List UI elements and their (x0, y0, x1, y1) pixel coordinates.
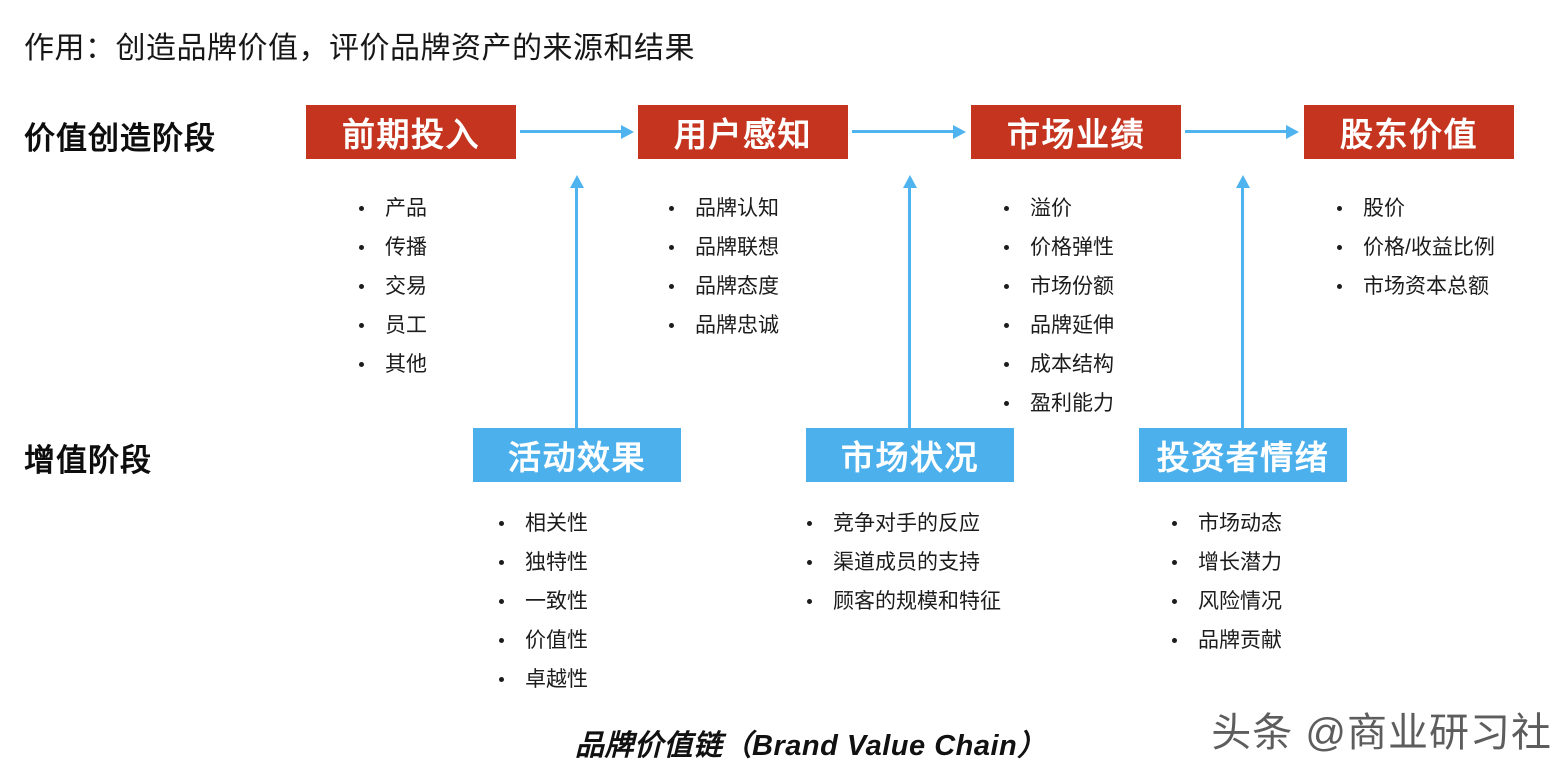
list-item: 价格弹性 (1000, 228, 1114, 267)
list-item: 传播 (355, 228, 427, 267)
arrow-shaft (520, 130, 622, 133)
list-item: 交易 (355, 267, 427, 306)
bullet-list-market-performance: 溢价 价格弹性 市场份额 品牌延伸 成本结构 盈利能力 (1000, 189, 1114, 423)
list-item: 独特性 (495, 543, 588, 582)
list-item: 股价 (1333, 189, 1495, 228)
stage-label-value-creation: 价值创造阶段 (24, 121, 216, 156)
arrow-up-market-condition-to-market-performance (903, 175, 917, 428)
diagram-caption: 品牌价值链（Brand Value Chain） (575, 730, 1047, 762)
arrow-head (1286, 125, 1299, 139)
list-item: 员工 (355, 306, 427, 345)
list-item: 顾客的规模和特征 (803, 582, 1001, 621)
node-box-activity-effect[interactable]: 活动效果 (473, 428, 681, 482)
arrow-up-investor-sentiment-to-shareholder-value (1236, 175, 1250, 428)
watermark: 头条 @商业研习社 (1211, 711, 1552, 755)
arrow-right-perception-to-market (852, 125, 966, 139)
list-item: 增长潜力 (1168, 543, 1282, 582)
bullet-list-shareholder-value: 股价 价格/收益比例 市场资本总额 (1333, 189, 1495, 306)
arrow-shaft (1241, 187, 1244, 428)
list-item: 风险情况 (1168, 582, 1282, 621)
arrow-shaft (575, 187, 578, 428)
list-item: 价格/收益比例 (1333, 228, 1495, 267)
list-item: 竞争对手的反应 (803, 504, 1001, 543)
list-item: 市场动态 (1168, 504, 1282, 543)
list-item: 其他 (355, 345, 427, 384)
arrow-head (953, 125, 966, 139)
node-box-market-performance[interactable]: 市场业绩 (971, 105, 1181, 159)
bullet-list-user-perception: 品牌认知 品牌联想 品牌态度 品牌忠诚 (665, 189, 779, 345)
bullet-list-market-condition: 竞争对手的反应 渠道成员的支持 顾客的规模和特征 (803, 504, 1001, 621)
list-item: 市场资本总额 (1333, 267, 1495, 306)
list-item: 品牌联想 (665, 228, 779, 267)
node-box-upfront-investment[interactable]: 前期投入 (306, 105, 516, 159)
list-item: 品牌忠诚 (665, 306, 779, 345)
list-item: 相关性 (495, 504, 588, 543)
page-title: 作用：创造品牌价值，评价品牌资产的来源和结果 (24, 32, 695, 65)
arrow-right-investment-to-perception (520, 125, 634, 139)
bullet-list-activity-effect: 相关性 独特性 一致性 价值性 卓越性 (495, 504, 588, 699)
node-box-user-perception[interactable]: 用户感知 (638, 105, 848, 159)
list-item: 渠道成员的支持 (803, 543, 1001, 582)
list-item: 品牌贡献 (1168, 621, 1282, 660)
arrow-shaft (1185, 130, 1287, 133)
node-box-market-condition[interactable]: 市场状况 (806, 428, 1014, 482)
list-item: 市场份额 (1000, 267, 1114, 306)
node-box-investor-sentiment[interactable]: 投资者情绪 (1139, 428, 1347, 482)
bullet-list-upfront-investment: 产品 传播 交易 员工 其他 (355, 189, 427, 384)
list-item: 品牌认知 (665, 189, 779, 228)
node-box-shareholder-value[interactable]: 股东价值 (1304, 105, 1514, 159)
arrow-shaft (852, 130, 954, 133)
arrow-head (903, 175, 917, 188)
stage-label-value-added: 增值阶段 (24, 443, 152, 478)
bullet-list-investor-sentiment: 市场动态 增长潜力 风险情况 品牌贡献 (1168, 504, 1282, 660)
list-item: 品牌态度 (665, 267, 779, 306)
list-item: 产品 (355, 189, 427, 228)
list-item: 价值性 (495, 621, 588, 660)
arrow-shaft (908, 187, 911, 428)
arrow-head (1236, 175, 1250, 188)
list-item: 盈利能力 (1000, 384, 1114, 423)
arrow-head (570, 175, 584, 188)
list-item: 溢价 (1000, 189, 1114, 228)
arrow-right-market-to-shareholder (1185, 125, 1299, 139)
list-item: 成本结构 (1000, 345, 1114, 384)
list-item: 卓越性 (495, 660, 588, 699)
arrow-head (621, 125, 634, 139)
arrow-up-activity-effect-to-perception (570, 175, 584, 428)
list-item: 品牌延伸 (1000, 306, 1114, 345)
list-item: 一致性 (495, 582, 588, 621)
